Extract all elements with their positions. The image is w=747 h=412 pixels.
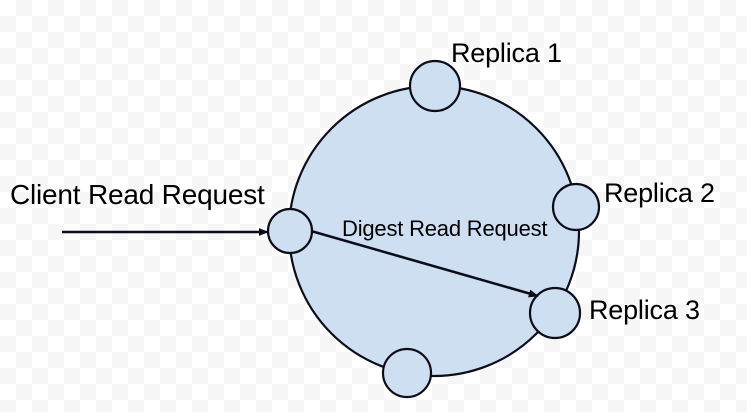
node-replica-bottom[interactable] [381, 347, 433, 399]
client-read-request-label: Client Read Request [10, 179, 265, 210]
digest-read-request-label: Digest Read Request [342, 216, 548, 241]
replica-3-label: Replica 3 [589, 295, 700, 325]
node-coordinator[interactable] [266, 207, 314, 255]
digest-read-request-arrow [310, 229, 539, 298]
node-replica-3[interactable] [528, 286, 582, 340]
replica-2-label: Replica 2 [604, 178, 715, 208]
replica-1-label: Replica 1 [451, 38, 562, 68]
node-replica-2[interactable] [551, 182, 601, 232]
node-replica-1[interactable] [408, 59, 462, 113]
